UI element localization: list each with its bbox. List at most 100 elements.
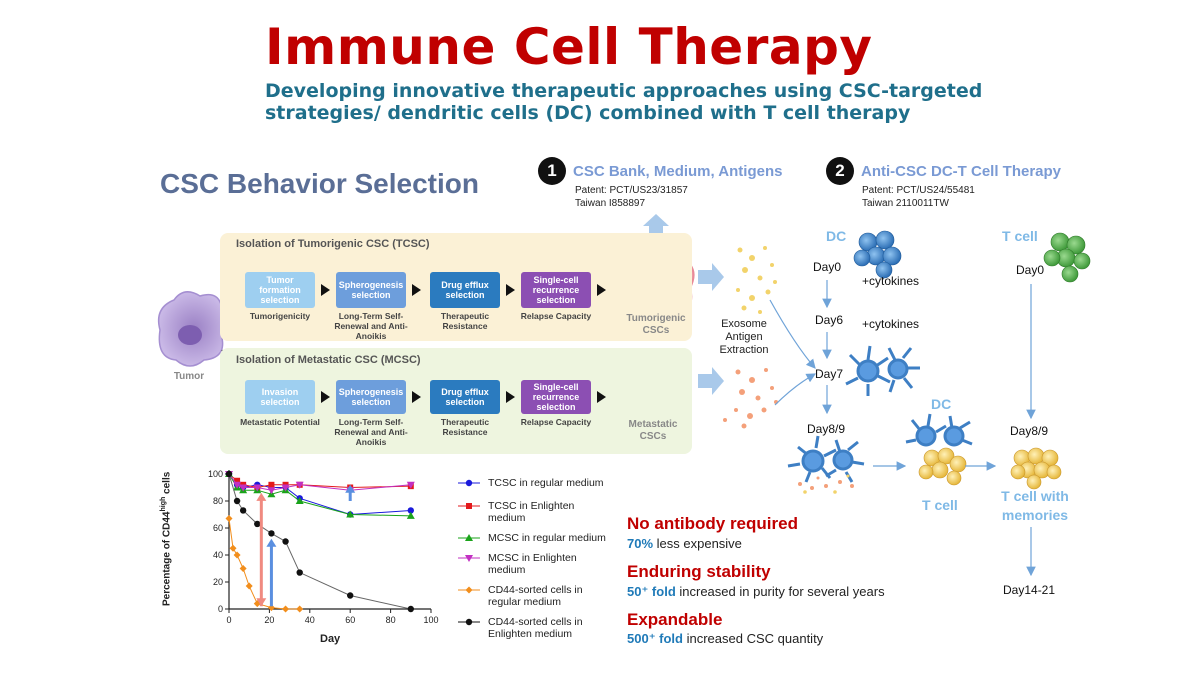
data-point xyxy=(268,481,275,488)
cytokines-label: +cytokines xyxy=(862,274,920,288)
data-point xyxy=(225,515,233,523)
part1-patent-tw: Taiwan I858897 xyxy=(575,198,646,209)
chart-x-label: Day xyxy=(320,633,341,645)
data-point xyxy=(253,484,262,492)
day89-right-label: Day8/9 xyxy=(1010,424,1049,438)
feature-desc-1: 70% less expensive xyxy=(627,536,742,551)
data-point xyxy=(282,605,290,613)
day89-left-label: Day8/9 xyxy=(807,422,846,436)
red-up-arrow xyxy=(256,492,267,607)
x-tick-label: 20 xyxy=(264,615,274,625)
legend-item: MCSC in regular medium xyxy=(458,532,608,544)
data-point xyxy=(466,503,472,509)
mcsc-step-desc: Relapse Capacity xyxy=(520,417,592,427)
x-tick-label: 100 xyxy=(423,615,438,625)
red-down-arrow-head xyxy=(256,598,267,607)
mcsc-step-spherogenesis: Spherogenesis selection xyxy=(336,380,406,414)
tumor-label: Tumor xyxy=(173,371,205,382)
t-cell-day0: Day0 xyxy=(1016,263,1045,277)
part1-title: CSC Bank, Medium, Antigens xyxy=(573,163,783,180)
y-tick-label: 20 xyxy=(213,577,223,587)
flow-arrow-icon xyxy=(597,284,606,296)
data-point xyxy=(407,507,414,514)
data-point xyxy=(346,510,355,518)
exosome-label: Exosome Antigen Extraction xyxy=(719,318,769,356)
dc-day0: Day0 xyxy=(813,260,842,274)
cytokines-label-2: +cytokines xyxy=(862,317,920,331)
dc-t-cell-combined-icon xyxy=(905,413,973,486)
tcsc-step-desc: Relapse Capacity xyxy=(520,311,592,321)
x-tick-label: 40 xyxy=(305,615,315,625)
feature-desc-3: 500⁺ fold increased CSC quantity xyxy=(627,631,824,646)
tcsc-step-desc: Tumorigenicity xyxy=(249,311,311,321)
chart-y-label: Percentage of CD44high cells xyxy=(160,471,173,606)
series-line xyxy=(228,473,411,516)
t-cell-mid-label: T cell xyxy=(922,497,958,513)
data-point xyxy=(239,507,247,514)
exosome-dots-orange xyxy=(723,368,778,429)
mcsc-step-desc: Metastatic Potential xyxy=(240,417,320,427)
data-point xyxy=(407,605,414,613)
data-point xyxy=(406,481,415,489)
blue-small-arrow xyxy=(345,484,356,501)
series-3 xyxy=(225,471,415,495)
tcsc-step-desc: Long-Term Self-Renewal and Anti-Anoikis xyxy=(334,311,408,341)
arrow-head xyxy=(266,538,277,547)
legend-label: TCSC in Enlighten medium xyxy=(488,500,575,524)
legend-item: CD44-sorted cells in regular medium xyxy=(458,584,608,608)
t-cell-cluster-icon xyxy=(1043,232,1091,283)
metastatic-csc-label: Metastatic CSCs xyxy=(628,419,678,442)
legend-item: TCSC in Enlighten medium xyxy=(458,500,608,524)
series-0 xyxy=(225,470,414,518)
step-number-1: 1 xyxy=(538,157,566,185)
data-point xyxy=(239,565,247,572)
series-line xyxy=(228,473,411,610)
legend-label: MCSC in Enlighten medium xyxy=(488,552,577,576)
legend-marker-svg xyxy=(458,555,480,562)
legend-marker-icon xyxy=(458,616,480,628)
part1-patent: Patent: PCT/US23/31857 xyxy=(575,185,688,196)
tcsc-step-single-cell: Single-cell recurrence selection xyxy=(521,272,591,308)
dc-label: DC xyxy=(826,228,847,244)
data-point xyxy=(296,605,304,613)
x-tick-label: 80 xyxy=(386,615,396,625)
mcsc-step-drug-efflux: Drug efflux selection xyxy=(430,380,500,414)
legend-label: CD44-sorted cells in Enlighten medium xyxy=(488,616,583,640)
flow-arrow-icon xyxy=(412,391,421,403)
data-point xyxy=(406,511,415,519)
series-2 xyxy=(225,470,415,519)
legend-marker-svg xyxy=(458,534,480,541)
legend-marker-icon xyxy=(458,477,480,489)
data-point xyxy=(234,477,241,484)
part2-patent: Patent: PCT/US24/55481 xyxy=(862,185,975,196)
flow-arrow-icon xyxy=(506,284,515,296)
data-point xyxy=(233,481,242,489)
page-title: Immune Cell Therapy xyxy=(265,18,873,76)
legend-label: TCSC in regular medium xyxy=(488,477,604,489)
day1421-label: Day14-21 xyxy=(1003,583,1056,597)
data-point xyxy=(296,569,303,576)
legend-marker-svg xyxy=(458,503,480,509)
legend-marker-svg xyxy=(458,618,480,626)
mcsc-step-invasion: Invasion selection xyxy=(245,380,315,414)
data-point xyxy=(268,530,275,537)
x-tick-label: 0 xyxy=(226,615,231,625)
data-point xyxy=(282,538,289,545)
legend-label: CD44-sorted cells in regular medium xyxy=(488,584,583,608)
tumorigenic-csc-label: Tumorigenic CSCs xyxy=(626,313,686,336)
y-tick-label: 40 xyxy=(213,550,223,560)
legend-marker-icon xyxy=(458,584,480,596)
flow-arrow-icon xyxy=(506,391,515,403)
y-tick-label: 60 xyxy=(213,523,223,533)
series-line xyxy=(228,473,411,517)
legend-marker-svg xyxy=(458,586,480,594)
data-point xyxy=(465,479,473,487)
tumor-cell-icon xyxy=(157,291,230,367)
legend-marker-svg xyxy=(458,479,480,487)
legend-marker-icon xyxy=(458,500,480,512)
feature-title-2: Enduring stability xyxy=(627,562,771,581)
data-point xyxy=(229,544,237,552)
dc-cluster-icon xyxy=(853,230,902,279)
legend-item: CD44-sorted cells in Enlighten medium xyxy=(458,616,608,640)
